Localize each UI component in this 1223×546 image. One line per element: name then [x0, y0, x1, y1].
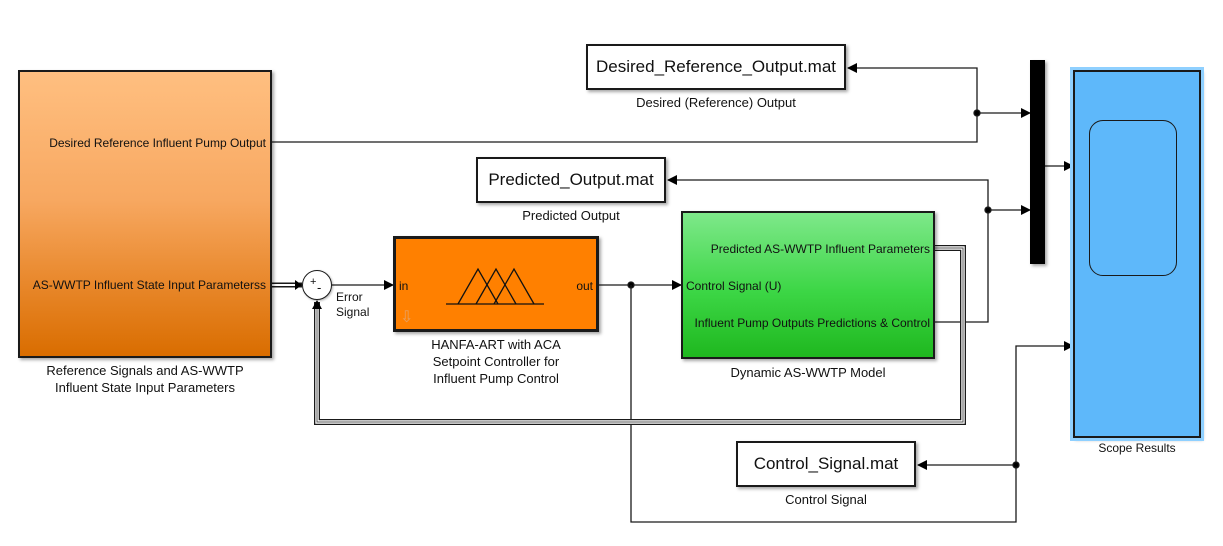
line-desired-ref: [272, 63, 978, 143]
mux-block[interactable]: [1030, 60, 1045, 264]
controller-caption: HANFA-ART with ACA Setpoint Controller f…: [393, 336, 599, 387]
junction-dot: [973, 109, 981, 117]
down-arrow-icon: ⇩: [400, 309, 414, 326]
label-line: Error: [336, 290, 363, 304]
sum-plus-sign: +: [310, 276, 317, 288]
control-signal-file-block[interactable]: Control_Signal.mat: [736, 441, 916, 487]
caption-line: Reference Signals and AS-WWTP: [46, 363, 244, 378]
port-pump-predictions: Influent Pump Outputs Predictions & Cont…: [694, 316, 930, 330]
caption-line: Influent Pump Control: [433, 371, 559, 386]
port-input-parameters: AS-WWTP Influent State Input Parameterss: [32, 278, 266, 292]
scope-block[interactable]: [1070, 67, 1204, 441]
label-line: Signal: [336, 305, 370, 319]
control-signal-caption: Control Signal: [785, 492, 867, 507]
port-control-signal: Control Signal (U): [686, 279, 782, 293]
caption-line: Influent State Input Parameters: [55, 380, 235, 395]
port-in: in: [399, 279, 409, 293]
port-predicted-parameters: Predicted AS-WWTP Influent Parameters: [710, 242, 930, 256]
dynamic-model-block[interactable]: Predicted AS-WWTP Influent Parameters Co…: [681, 211, 935, 359]
port-desired-reference: Desired Reference Influent Pump Output: [49, 136, 266, 150]
scope-screen-icon: [1089, 120, 1177, 276]
predicted-output-caption: Predicted Output: [522, 208, 620, 223]
caption-line: HANFA-ART with ACA: [431, 337, 561, 352]
desired-reference-caption: Desired (Reference) Output: [636, 95, 796, 110]
predicted-output-file-block[interactable]: Predicted_Output.mat: [476, 157, 666, 203]
desired-reference-file-block[interactable]: Desired_Reference_Output.mat: [586, 44, 846, 90]
fuzzy-membership-icon: [446, 267, 544, 305]
sum-block[interactable]: + -: [302, 270, 332, 300]
reference-signals-caption: Reference Signals and AS-WWTP Influent S…: [18, 362, 272, 396]
model-caption: Dynamic AS-WWTP Model: [730, 365, 886, 380]
hanfa-art-controller-block[interactable]: in out ⇩: [393, 236, 599, 332]
sum-minus-sign: -: [317, 280, 322, 295]
scope-caption: Scope Results: [1098, 441, 1176, 455]
error-signal-label: Error Signal: [336, 290, 369, 320]
port-out: out: [576, 279, 593, 293]
reference-signals-block[interactable]: Desired Reference Influent Pump Output A…: [18, 70, 272, 358]
line-control-branch: [630, 285, 1074, 523]
junction-dot: [1012, 461, 1020, 469]
junction-dot: [984, 206, 992, 214]
caption-line: Setpoint Controller for: [432, 354, 560, 369]
